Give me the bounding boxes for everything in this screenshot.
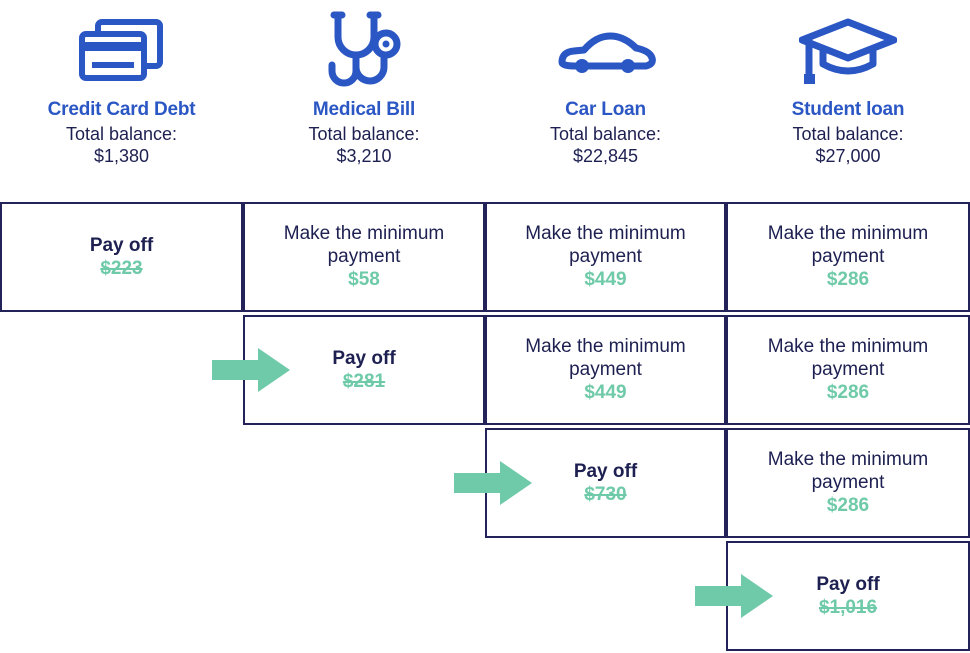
debt-title: Student loan	[791, 99, 905, 120]
minimum-payment-label: Make the minimum payment	[767, 222, 929, 268]
payment-cell: Make the minimum payment$58	[243, 202, 485, 312]
total-balance-amount: $1,380	[93, 146, 150, 167]
payment-cell: Make the minimum payment$449	[485, 315, 726, 425]
minimum-payment-label: Make the minimum payment	[767, 335, 929, 381]
car-icon	[554, 6, 658, 98]
snowball-arrow-icon	[454, 459, 532, 507]
total-balance-amount: $27,000	[815, 146, 881, 167]
credit-cards-icon	[76, 6, 168, 98]
graduation-cap-icon	[799, 6, 897, 98]
stethoscope-icon	[324, 6, 404, 98]
payment-amount: $286	[826, 269, 870, 291]
total-balance-amount: $3,210	[336, 146, 392, 167]
debt-title: Medical Bill	[312, 99, 416, 120]
payment-cell: Make the minimum payment$449	[485, 202, 726, 312]
payment-cell: Make the minimum payment$286	[726, 428, 970, 538]
payment-amount: $286	[826, 495, 870, 517]
total-balance-label: Total balance:	[549, 123, 662, 144]
payment-amount: $449	[584, 382, 627, 404]
payment-amount: $58	[348, 269, 380, 291]
minimum-payment-label: Make the minimum payment	[525, 335, 686, 381]
debt-title: Car Loan	[565, 99, 646, 120]
total-balance-label: Total balance:	[308, 123, 420, 144]
payment-amount: $1,016	[818, 596, 878, 618]
pay-off-label: Pay off	[89, 234, 154, 256]
payment-amount: $223	[100, 257, 143, 279]
snowball-arrow-icon	[695, 572, 773, 620]
payment-amount: $449	[584, 269, 627, 291]
payment-amount: $730	[584, 483, 627, 505]
payment-amount: $281	[342, 370, 386, 392]
payment-cell: Pay off$281	[243, 315, 485, 425]
payment-cell: Pay off$1,016	[726, 541, 970, 651]
pay-off-label: Pay off	[332, 347, 396, 369]
total-balance-label: Total balance:	[792, 123, 904, 144]
payment-amount: $286	[826, 382, 870, 404]
pay-off-label: Pay off	[573, 460, 638, 482]
total-balance-amount: $22,845	[572, 146, 639, 167]
minimum-payment-label: Make the minimum payment	[283, 222, 445, 268]
payment-cell: Pay off$223	[0, 202, 243, 312]
debt-title: Credit Card Debt	[47, 99, 196, 120]
pay-off-label: Pay off	[816, 573, 880, 595]
snowball-arrow-icon	[212, 346, 290, 394]
payment-cell: Make the minimum payment$286	[726, 202, 970, 312]
total-balance-label: Total balance:	[65, 123, 178, 144]
payment-cell: Make the minimum payment$286	[726, 315, 970, 425]
minimum-payment-label: Make the minimum payment	[767, 448, 929, 494]
minimum-payment-label: Make the minimum payment	[525, 222, 686, 268]
